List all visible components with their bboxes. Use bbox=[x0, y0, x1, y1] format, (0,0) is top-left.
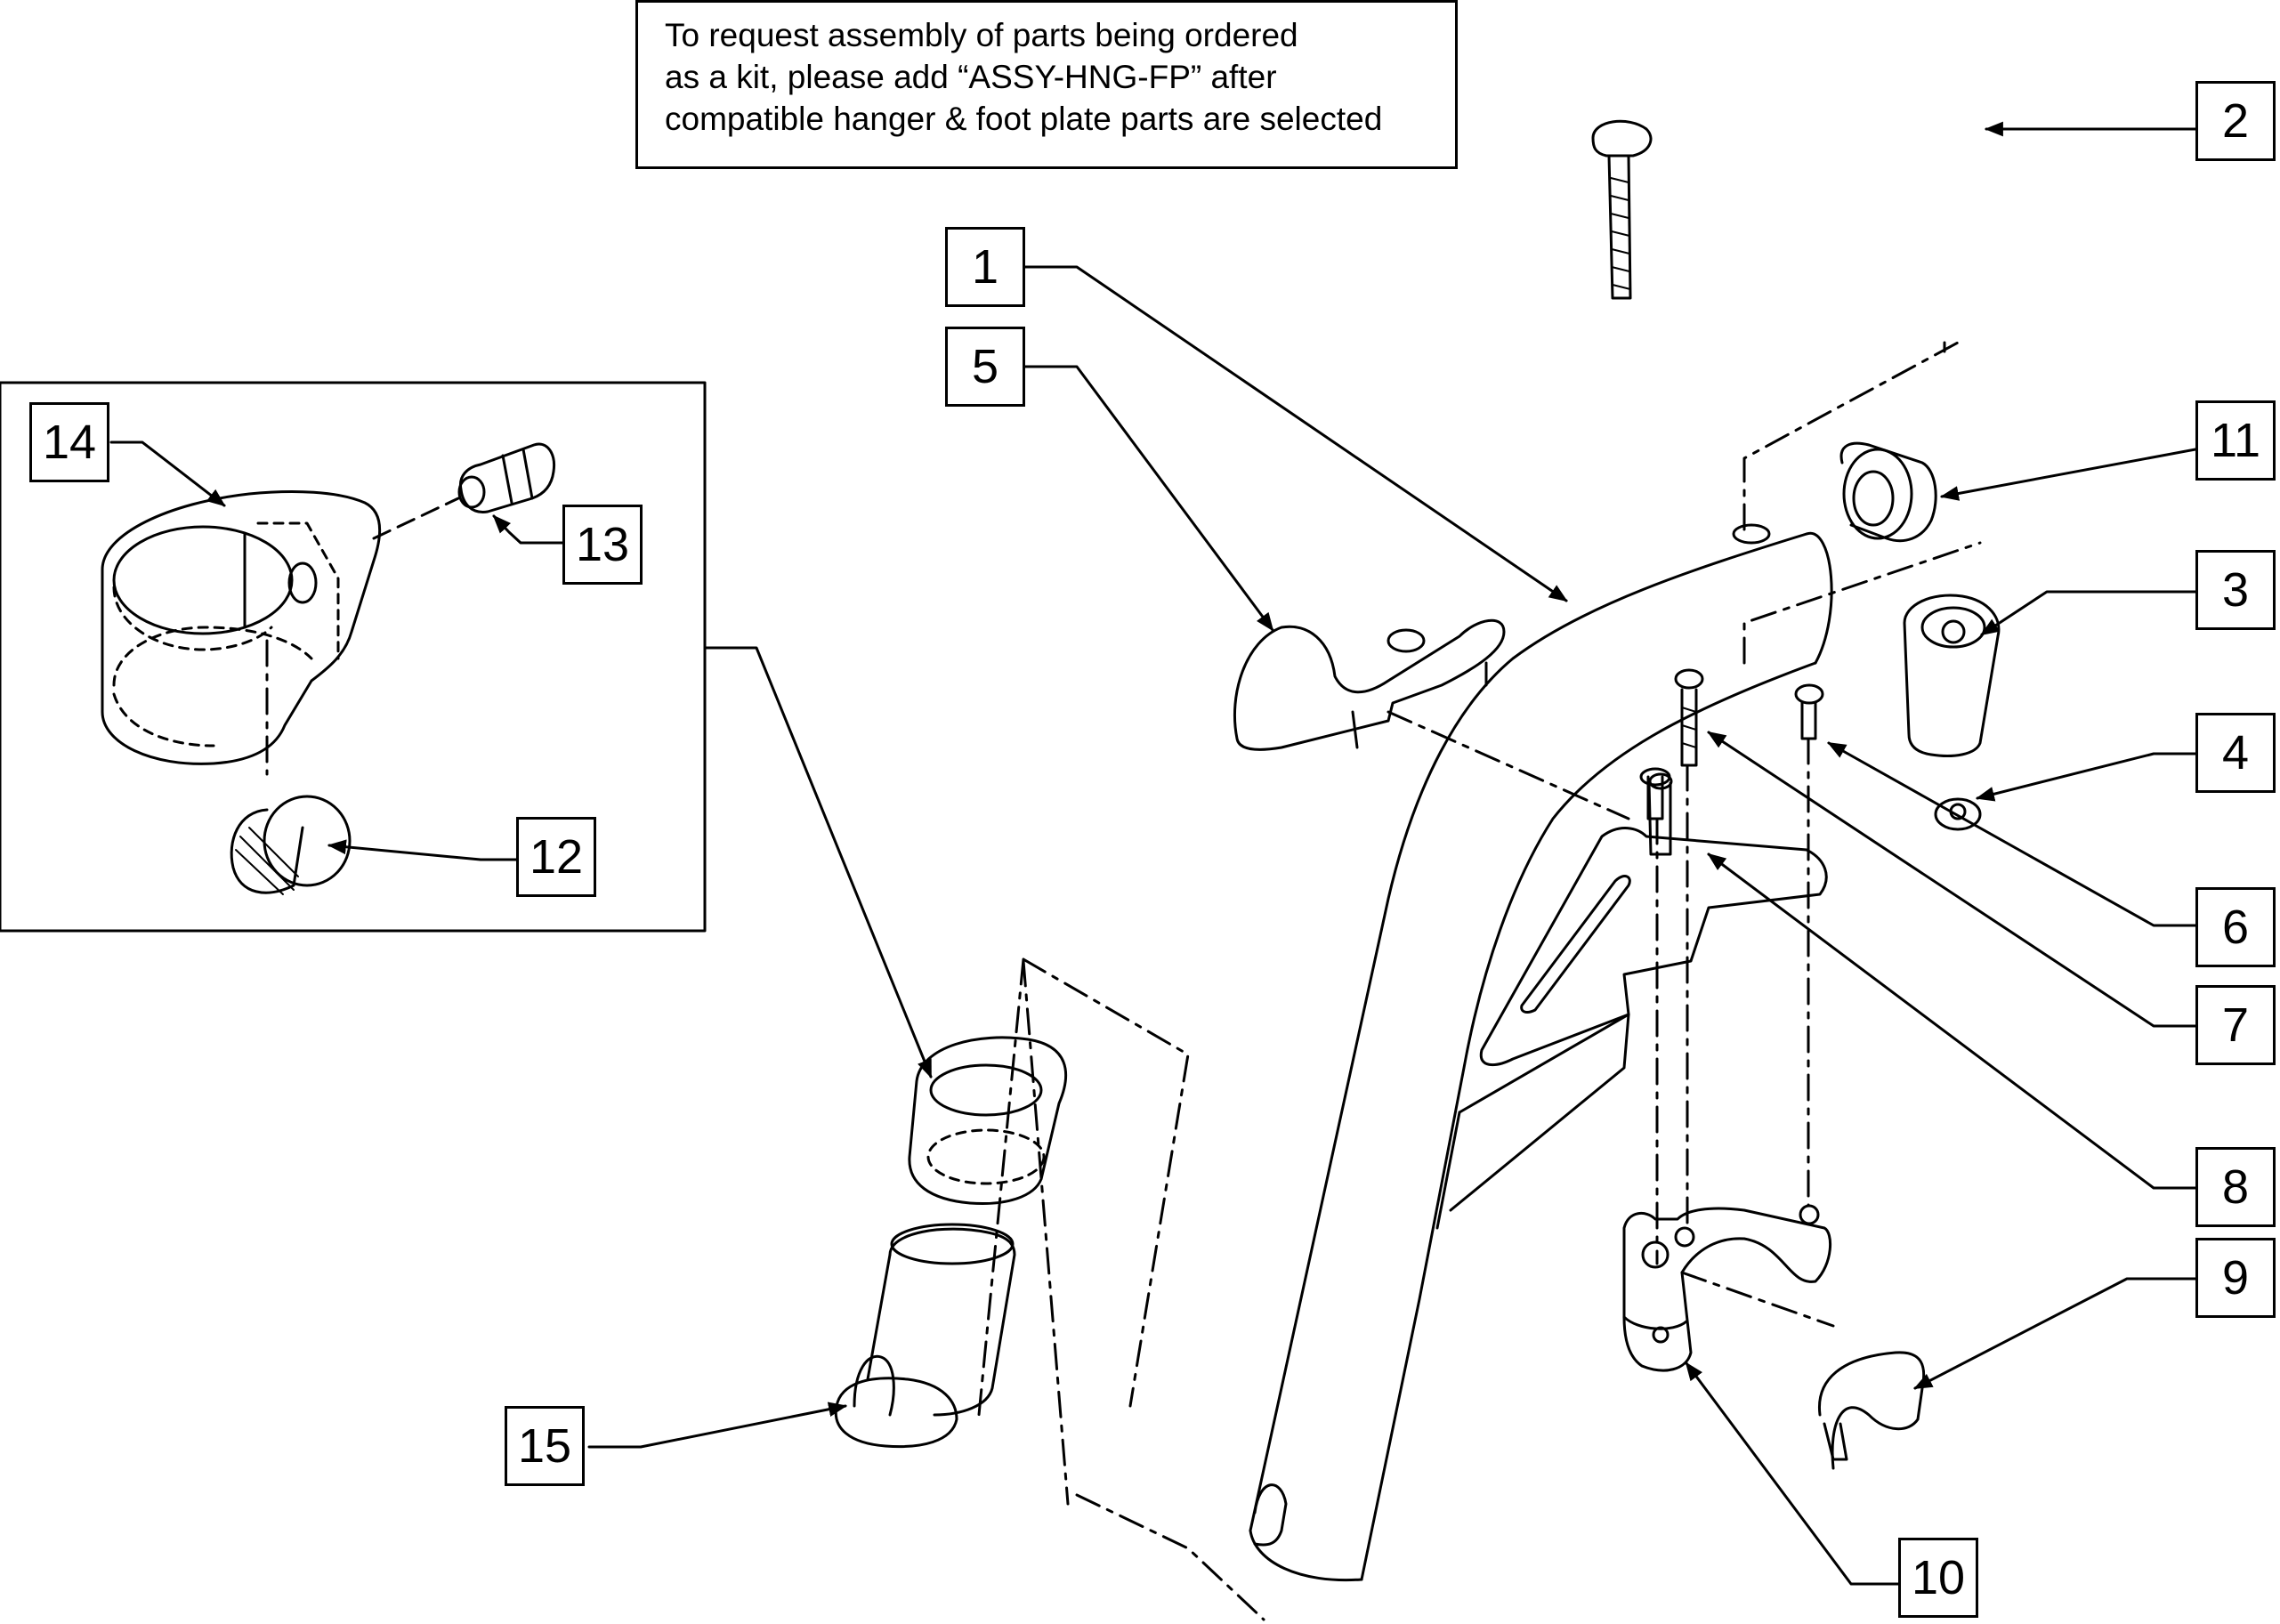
part-10-clamp-block bbox=[1622, 1204, 1835, 1372]
part-12-plug bbox=[230, 795, 352, 895]
callout-2: 2 bbox=[2195, 81, 2276, 161]
callout-4: 4 bbox=[2195, 713, 2276, 793]
callout-13: 13 bbox=[562, 505, 643, 585]
callout-9: 9 bbox=[2195, 1238, 2276, 1318]
callout-7: 7 bbox=[2195, 985, 2276, 1065]
part-9-ring bbox=[1817, 1351, 1926, 1470]
part-8-spacer bbox=[1639, 767, 1673, 1265]
part-7-screw bbox=[1674, 668, 1704, 1225]
part-14-clamp bbox=[101, 489, 382, 776]
callout-11: 11 bbox=[2195, 400, 2276, 481]
part-15-insert bbox=[834, 1223, 1016, 1449]
assembly-note: To request assembly of parts being order… bbox=[635, 0, 1458, 169]
note-line-3: compatible hanger & foot plate parts are… bbox=[665, 101, 1383, 137]
part-5-footpad bbox=[1233, 618, 1630, 820]
part-6-screw bbox=[1794, 683, 1824, 1208]
callout-8: 8 bbox=[2195, 1147, 2276, 1227]
part-11-bushing bbox=[1839, 441, 1937, 543]
part-2-bolt bbox=[1591, 119, 1946, 353]
detail-inset-frame bbox=[0, 381, 707, 933]
callout-14: 14 bbox=[29, 402, 109, 482]
part-13-pin bbox=[372, 442, 556, 540]
callout-1: 1 bbox=[945, 227, 1025, 307]
leader-lines bbox=[109, 121, 2197, 1586]
part-3-cup bbox=[1903, 594, 2001, 757]
part-15-axis bbox=[977, 957, 1265, 1621]
callout-10: 10 bbox=[1898, 1538, 1978, 1618]
callout-5: 5 bbox=[945, 327, 1025, 407]
callout-3: 3 bbox=[2195, 550, 2276, 630]
callout-12: 12 bbox=[516, 817, 596, 897]
callout-15: 15 bbox=[505, 1406, 585, 1486]
cone-sleeve bbox=[908, 1036, 1067, 1206]
part-1-hanger bbox=[1249, 341, 1982, 1582]
note-line-2: as a kit, please add “ASSY-HNG-FP” after bbox=[665, 59, 1277, 95]
callout-6: 6 bbox=[2195, 887, 2276, 967]
note-line-1: To request assembly of parts being order… bbox=[665, 17, 1298, 53]
